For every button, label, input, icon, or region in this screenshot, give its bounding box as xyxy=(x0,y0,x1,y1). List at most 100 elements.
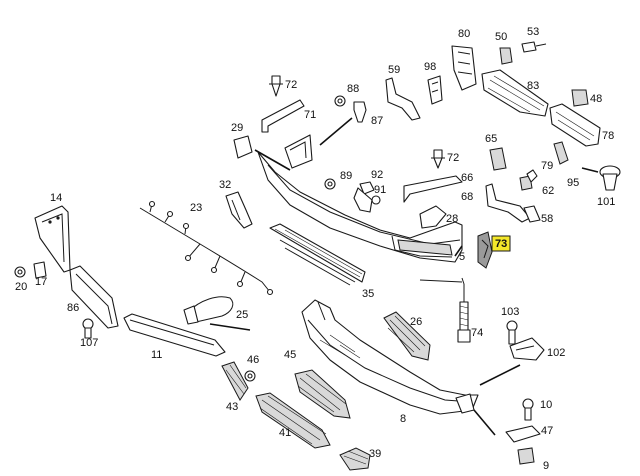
nut-part-46[interactable] xyxy=(244,370,256,382)
part-label-p72a[interactable]: 72 xyxy=(285,79,297,91)
part-label-p8[interactable]: 8 xyxy=(400,413,406,425)
part-label-p14[interactable]: 14 xyxy=(50,192,62,204)
part-label-p89[interactable]: 89 xyxy=(340,170,352,182)
part-label-p25[interactable]: 25 xyxy=(236,309,248,321)
part-label-p101[interactable]: 101 xyxy=(597,196,615,208)
part-label-p48[interactable]: 48 xyxy=(590,93,602,105)
bumper-cover-part-5[interactable] xyxy=(257,134,463,263)
washer-part-20[interactable] xyxy=(14,266,26,278)
bracket-part-65[interactable] xyxy=(489,147,507,171)
part-label-p26[interactable]: 26 xyxy=(410,316,422,328)
screw-part-107[interactable] xyxy=(82,318,94,339)
part-label-p59[interactable]: 59 xyxy=(388,64,400,76)
lower-spoiler-part-8[interactable] xyxy=(301,299,479,415)
part-label-p32[interactable]: 32 xyxy=(219,179,231,191)
part-label-p53[interactable]: 53 xyxy=(527,26,539,38)
impact-strip-part-35[interactable] xyxy=(269,223,366,286)
part-label-p78[interactable]: 78 xyxy=(602,130,614,142)
part-label-p41[interactable]: 41 xyxy=(279,427,291,439)
part-label-p50[interactable]: 50 xyxy=(495,31,507,43)
bracket-part-58[interactable] xyxy=(523,205,541,223)
part-label-p72b[interactable]: 72 xyxy=(447,152,459,164)
bracket-part-50[interactable] xyxy=(499,47,513,65)
bracket-part-59[interactable] xyxy=(385,77,421,121)
part-label-p10[interactable]: 10 xyxy=(540,399,552,411)
side-bracket-part-14[interactable] xyxy=(34,205,71,273)
part-label-p107[interactable]: 107 xyxy=(80,337,98,349)
absorber-part-83[interactable] xyxy=(481,69,549,117)
bolt-part-103[interactable] xyxy=(506,320,518,345)
bolt-part-74[interactable] xyxy=(457,284,471,343)
screw-part-53[interactable] xyxy=(521,41,547,53)
part-label-p103[interactable]: 103 xyxy=(501,306,519,318)
mount-part-32[interactable] xyxy=(225,191,253,229)
grille-part-26[interactable] xyxy=(383,311,431,361)
trim-strip-part-11[interactable] xyxy=(123,313,226,357)
part-label-p68[interactable]: 68 xyxy=(461,191,473,203)
bracket-part-73[interactable] xyxy=(477,231,493,269)
part-label-p83[interactable]: 83 xyxy=(527,80,539,92)
part-label-p79[interactable]: 79 xyxy=(541,160,553,172)
part-label-p65[interactable]: 65 xyxy=(485,133,497,145)
bolt-part-87[interactable] xyxy=(353,101,367,123)
clip-part-72b[interactable] xyxy=(431,149,445,169)
part-label-p73[interactable]: 73 xyxy=(495,238,507,250)
part-label-p47[interactable]: 47 xyxy=(541,425,553,437)
part-label-p66[interactable]: 66 xyxy=(461,172,473,184)
part-label-p86[interactable]: 86 xyxy=(67,302,79,314)
grille-part-39[interactable] xyxy=(339,447,371,471)
part-label-p45[interactable]: 45 xyxy=(284,349,296,361)
washer-part-88[interactable] xyxy=(334,95,346,107)
bolt-part-10[interactable] xyxy=(522,398,534,421)
sensor-part-62[interactable] xyxy=(526,169,538,183)
part-label-p9[interactable]: 9 xyxy=(543,460,549,472)
clip-part-72a[interactable] xyxy=(269,75,283,97)
part-label-p80[interactable]: 80 xyxy=(458,28,470,40)
part-label-p43[interactable]: 43 xyxy=(226,401,238,413)
clip-part-48[interactable] xyxy=(571,89,589,107)
part-label-p92[interactable]: 92 xyxy=(371,169,383,181)
absorber-part-78[interactable] xyxy=(549,103,601,147)
clip-part-79[interactable] xyxy=(519,175,533,191)
cover-part-28[interactable] xyxy=(419,205,447,229)
part-label-p35[interactable]: 35 xyxy=(362,288,374,300)
bracket-part-71[interactable] xyxy=(261,99,305,133)
nut-part-9[interactable] xyxy=(517,447,535,465)
clip-part-89[interactable] xyxy=(324,178,336,190)
bracket-part-95[interactable] xyxy=(553,141,569,165)
bumper-strip-part-86[interactable] xyxy=(69,265,119,329)
part-label-p20[interactable]: 20 xyxy=(15,281,27,293)
part-label-p23[interactable]: 23 xyxy=(190,202,202,214)
part-label-p11[interactable]: 11 xyxy=(151,349,162,361)
part-label-p17[interactable]: 17 xyxy=(35,276,47,288)
part-label-p88[interactable]: 88 xyxy=(347,83,359,95)
nut-part-17[interactable] xyxy=(33,261,47,279)
part-label-p91[interactable]: 91 xyxy=(374,184,386,196)
part-label-p29[interactable]: 29 xyxy=(231,122,243,134)
nut-part-91[interactable] xyxy=(371,195,381,205)
bracket-part-66[interactable] xyxy=(403,175,463,203)
bracket-part-102[interactable] xyxy=(509,337,545,361)
part-label-p62[interactable]: 62 xyxy=(542,185,554,197)
part-label-p39[interactable]: 39 xyxy=(369,448,381,460)
grille-part-41[interactable] xyxy=(255,392,331,449)
part-label-p5[interactable]: 5 xyxy=(459,251,465,263)
part-label-p102[interactable]: 102 xyxy=(547,347,565,359)
bracket-part-47[interactable] xyxy=(505,425,541,443)
grille-part-43[interactable] xyxy=(221,361,249,401)
wiring-harness-part-23[interactable] xyxy=(139,200,274,296)
bracket-part-98[interactable] xyxy=(427,75,443,105)
part-label-p98[interactable]: 98 xyxy=(424,61,436,73)
cable-tie-part-25[interactable] xyxy=(183,296,234,325)
bolt-part-92[interactable] xyxy=(359,181,375,195)
part-label-p87[interactable]: 87 xyxy=(371,115,383,127)
part-label-p71[interactable]: 71 xyxy=(304,109,316,121)
part-label-p58[interactable]: 58 xyxy=(541,213,553,225)
part-label-p74[interactable]: 74 xyxy=(471,327,483,339)
part-label-p28[interactable]: 28 xyxy=(446,213,458,225)
cover-part-29[interactable] xyxy=(233,135,253,159)
part-label-p46[interactable]: 46 xyxy=(247,354,259,366)
grille-part-45[interactable] xyxy=(294,369,351,419)
part-label-p95[interactable]: 95 xyxy=(567,177,579,189)
absorber-part-80[interactable] xyxy=(451,45,477,91)
